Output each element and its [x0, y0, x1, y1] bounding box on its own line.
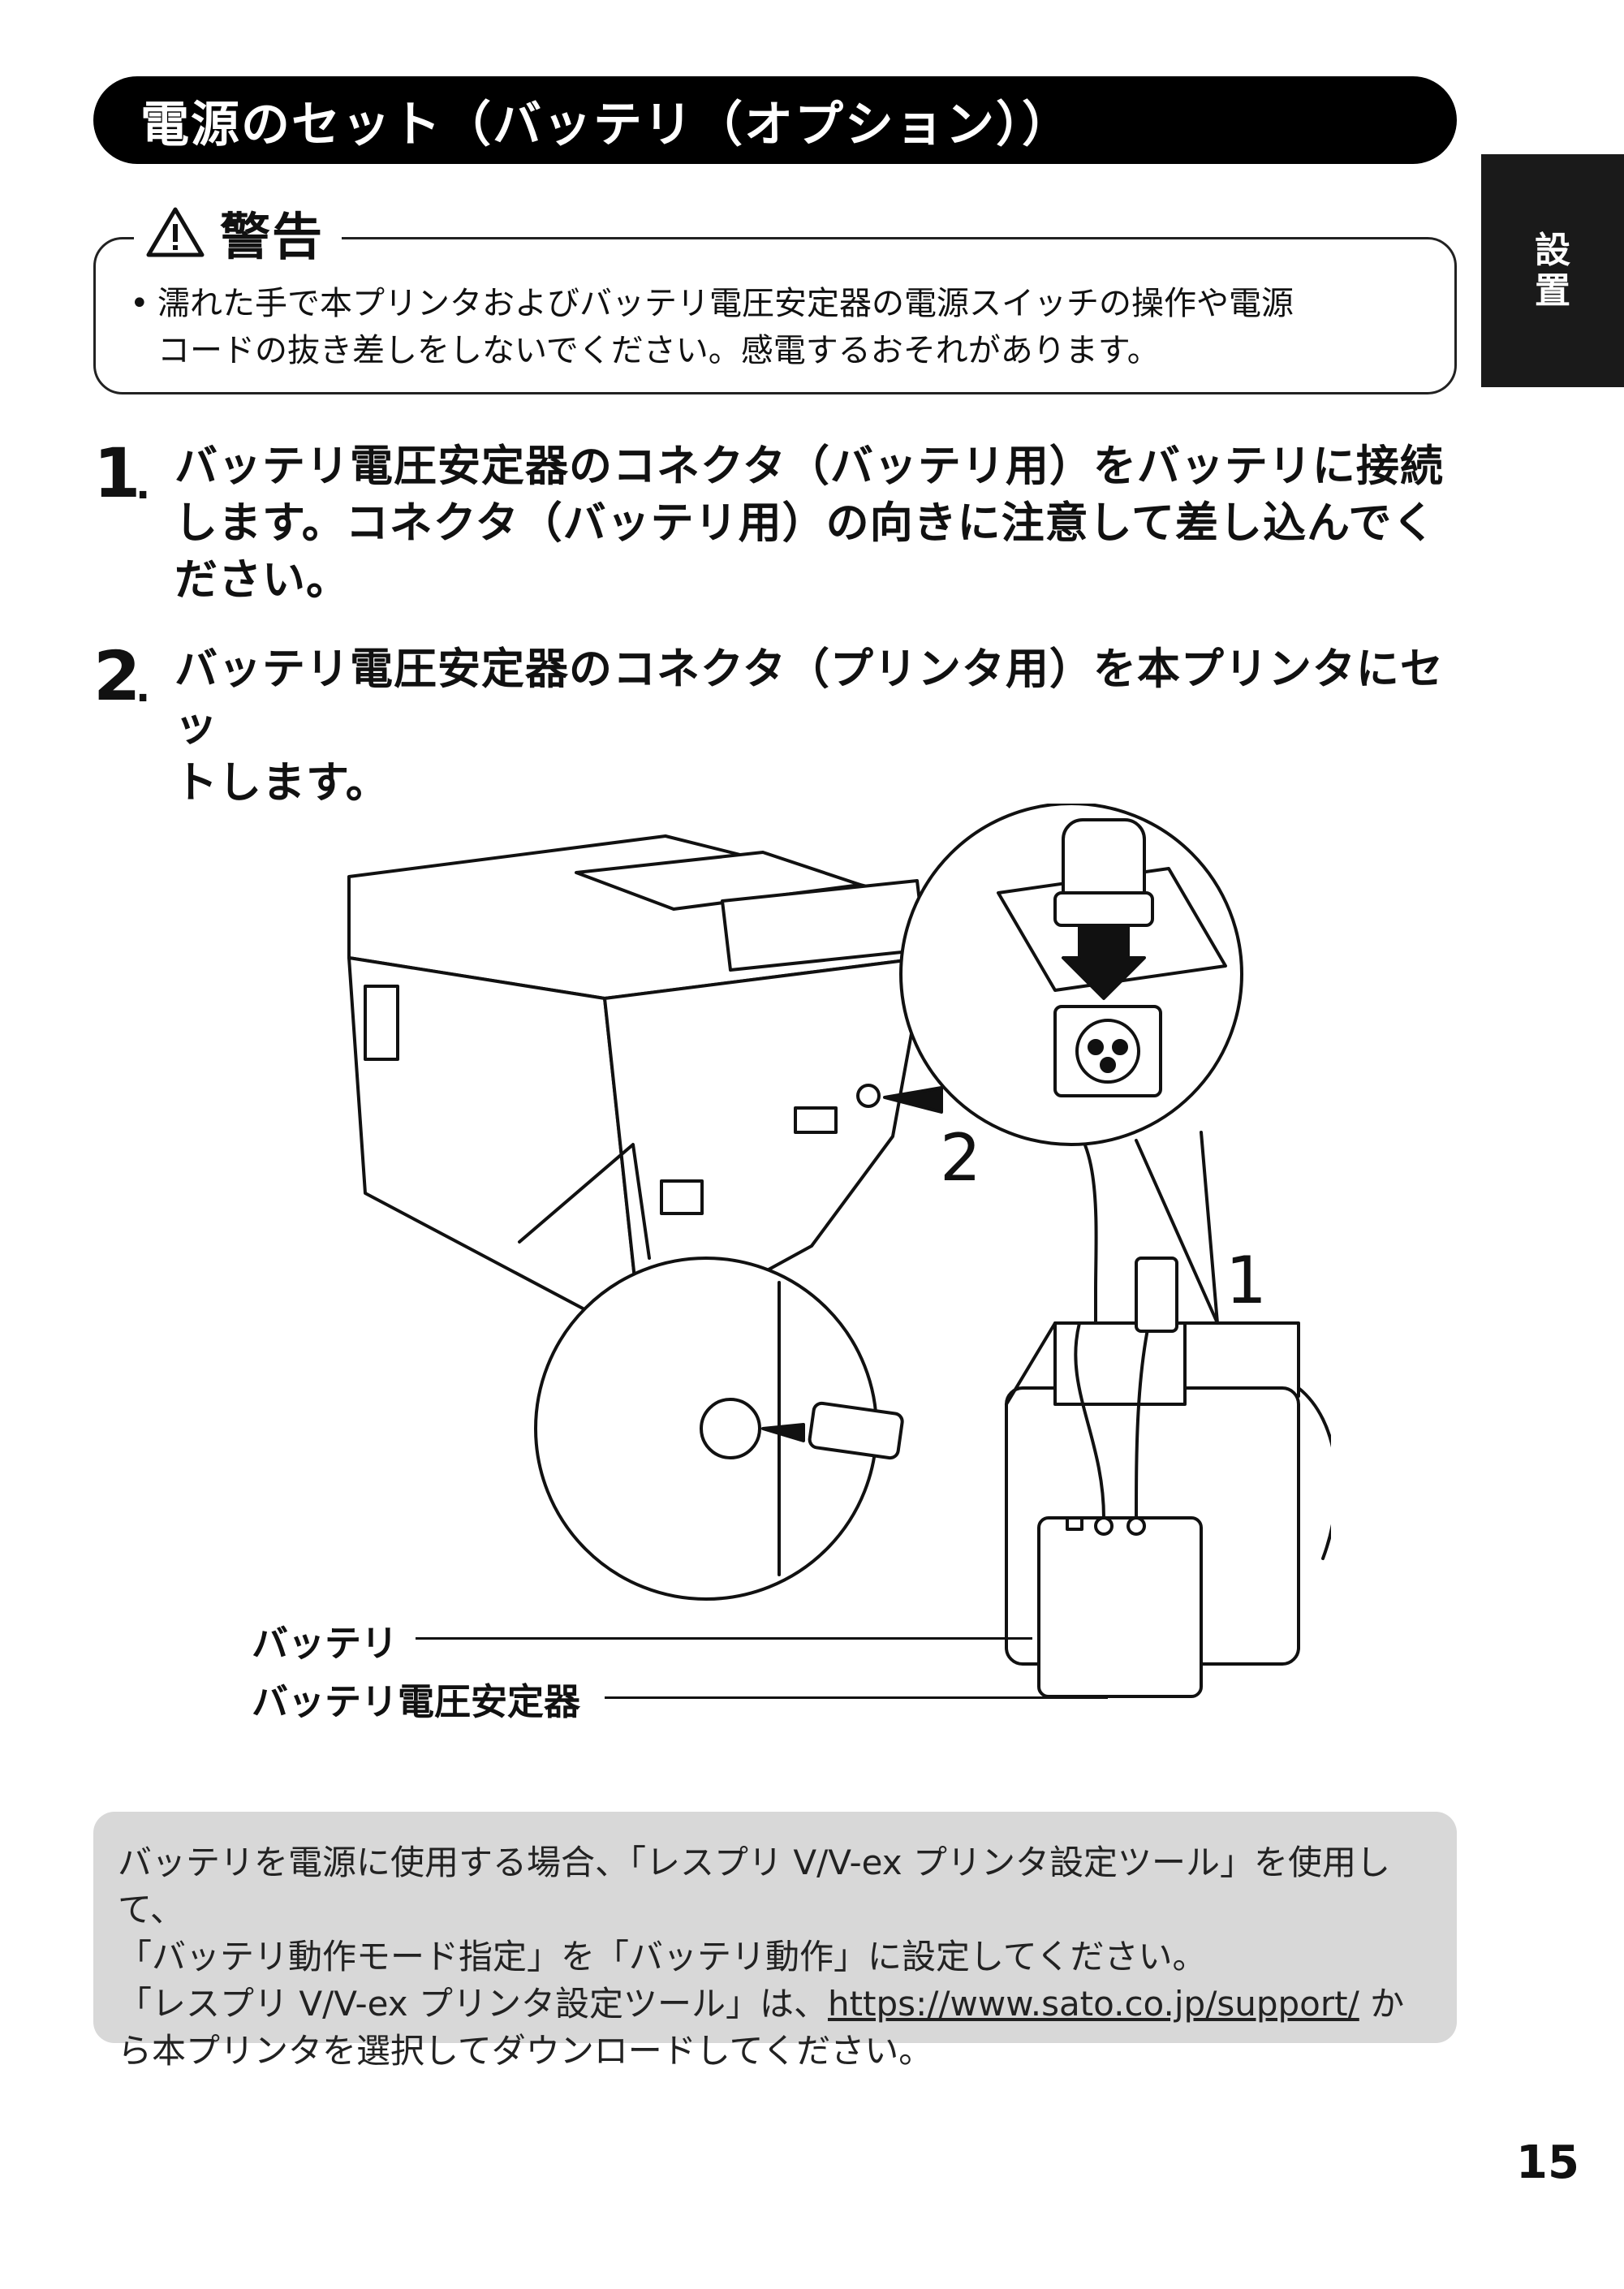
step-2-line-2: トします。: [174, 758, 390, 808]
step-1-line-1: バッテリ電圧安定器のコネクタ（バッテリ用）をバッテリに接続: [174, 442, 1444, 491]
warning-triangle-icon: [146, 207, 205, 257]
section-title: 電源のセット（バッテリ（オプション））: [140, 96, 1072, 153]
step-2: 2 . バッテリ電圧安定器のコネクタ（プリンタ用）を本プリンタにセッ トします。: [93, 636, 1473, 812]
printer-illustration: [347, 834, 927, 1341]
label-battery: バッテリ: [252, 1622, 398, 1665]
warning-heading: 警告: [134, 199, 342, 266]
step-1-number: 1: [93, 433, 141, 513]
step-1-dot: .: [136, 463, 151, 508]
battery-connection-illustration: 2 1: [347, 804, 1331, 1698]
page-number: 15: [1516, 2136, 1579, 2189]
callout-2: 2: [940, 1120, 981, 1196]
note-line-2: 「バッテリ動作モード指定」を「バッテリ動作」に設定してください。: [118, 1937, 1207, 1976]
warning-text: • 濡れた手で本プリンタおよびバッテリ電圧安定器の電源スイッチの操作や電源 コー…: [130, 280, 1437, 374]
step-2-number: 2: [93, 636, 141, 716]
note-line-3-pre: 「レスプリ V/V-ex プリンタ設定ツール」は、: [118, 1984, 828, 2024]
step-2-dot: .: [136, 666, 151, 711]
step-1: 1 . バッテリ電圧安定器のコネクタ（バッテリ用）をバッテリに接続 します。コネ…: [93, 433, 1473, 609]
label-voltage-stabilizer: バッテリ電圧安定器: [252, 1680, 581, 1723]
voltage-stabilizer-illustration: [1037, 1257, 1203, 1698]
warning-bullet: •: [130, 285, 149, 322]
warning-line-1: 濡れた手で本プリンタおよびバッテリ電圧安定器の電源スイッチの操作や電源: [157, 285, 1294, 322]
note-box: バッテリを電源に使用する場合、「レスプリ V/V-ex プリンタ設定ツール」を使…: [93, 1812, 1457, 2071]
warning-label: 警告: [220, 207, 325, 266]
note-line-3: 「レスプリ V/V-ex プリンタ設定ツール」は、https://www.sat…: [118, 1981, 1432, 2028]
side-tab-char-1: 設: [1535, 229, 1570, 271]
note-line-3-post: か: [1359, 1984, 1405, 2024]
callout-1: 1: [1226, 1243, 1267, 1318]
note-line-4: ら本プリンタを選択してダウンロードしてください。: [118, 2031, 933, 2071]
support-link[interactable]: https://www.sato.co.jp/support/: [827, 1984, 1359, 2024]
step-1-line-2: します。コネクタ（バッテリ用）の向きに注意して差し込んでく: [174, 498, 1437, 548]
warning-box: [93, 237, 1457, 394]
section-title-bar: 電源のセット（バッテリ（オプション））: [93, 76, 1457, 164]
step-1-line-3: ださい。: [174, 555, 350, 605]
step-2-line-1: バッテリ電圧安定器のコネクタ（プリンタ用）を本プリンタにセッ: [174, 644, 1444, 751]
leader-voltage-stabilizer: [605, 1696, 1108, 1699]
chapter-side-tab: 設 置: [1481, 154, 1624, 387]
side-tab-char-2: 置: [1535, 269, 1570, 312]
warning-line-2: コードの抜き差しをしないでください。感電するおそれがあります。: [157, 332, 1160, 369]
leader-battery: [416, 1637, 1032, 1640]
note-line-1: バッテリを電源に使用する場合、「レスプリ V/V-ex プリンタ設定ツール」を使…: [118, 1843, 1390, 1929]
